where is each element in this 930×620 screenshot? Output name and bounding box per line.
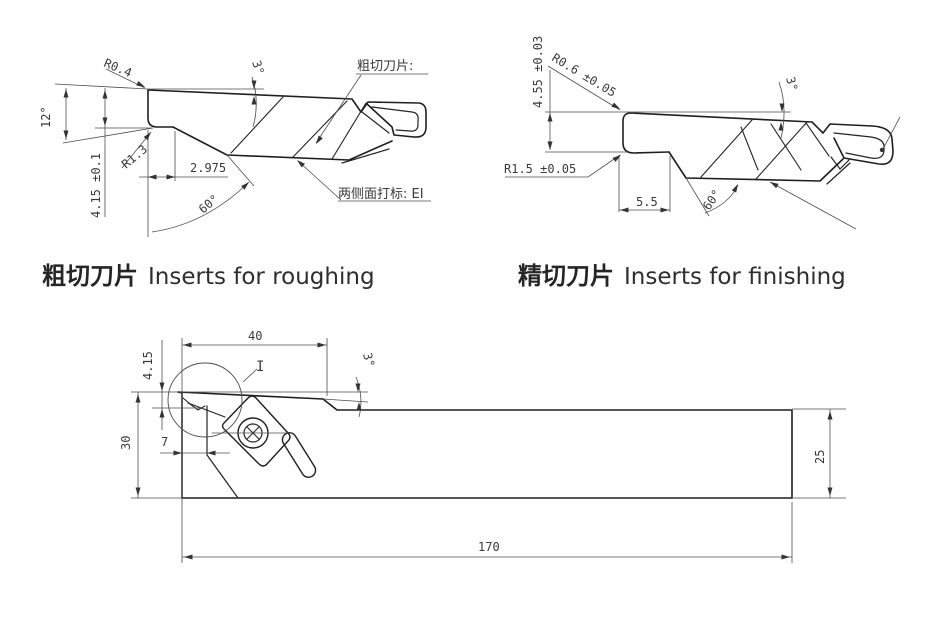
dim-30: 30 <box>119 436 133 450</box>
dim-12deg: 12° <box>39 106 53 128</box>
roughing-profile-left-face <box>147 89 174 128</box>
holder-arrowheads <box>135 342 833 560</box>
dim-455: 4.55 ±0.03 <box>531 36 545 108</box>
finishing-bottom-right-leader <box>769 181 857 230</box>
holder-body-outline <box>177 391 793 499</box>
finishing-profile-bottom <box>668 151 844 182</box>
dim-60deg: 60° <box>196 192 222 217</box>
caption-roughing-zh: 粗切刀片 <box>42 262 138 290</box>
dim-40: 40 <box>248 329 262 343</box>
finishing-underside-notch <box>830 156 850 170</box>
leader-label-insert: 粗切刀片: <box>357 59 413 74</box>
dim-415: 4.15 ±0.1 <box>89 153 103 218</box>
roughing-marking-leader <box>297 160 342 201</box>
roughing-60deg-edge-ext <box>226 154 255 187</box>
roughing-60deg-arc <box>151 181 250 233</box>
finishing-insert-view: 4.55 ±0.03 R0.6 ±0.05 R1.5 ±0.05 5.5 60°… <box>504 36 901 230</box>
holder-detail-leader <box>242 368 258 383</box>
dim-2975: 2.975 <box>190 161 226 175</box>
holder-detail-circle <box>167 362 243 438</box>
finishing-r15-leader <box>505 154 621 178</box>
finishing-facet-line <box>755 121 808 180</box>
holder-slope-ext <box>322 398 369 403</box>
dim-r04: R0.4 <box>102 56 134 80</box>
roughing-insert-view: R0.4 12° 4.15 ±0.1 R1.3 2.975 60° 3° 粗切刀… <box>39 56 431 237</box>
roughing-profile-top <box>147 89 427 138</box>
dim-415-holder: 4.15 <box>141 351 155 380</box>
dim-60deg: 60° <box>700 187 724 213</box>
finishing-profile-top <box>630 112 894 166</box>
dim-170: 170 <box>478 540 500 554</box>
finishing-leader-dot <box>879 147 885 153</box>
finishing-facet-line <box>700 119 753 178</box>
finishing-3deg-arc <box>778 81 785 139</box>
caption-roughing-en: Inserts for roughing <box>148 264 375 290</box>
dim-3deg-holder: 3° <box>360 351 377 369</box>
finishing-groove-line <box>805 122 830 157</box>
dim-3deg: 3° <box>249 59 267 77</box>
roughing-facet-line <box>331 102 367 160</box>
finishing-r06-leader <box>547 65 621 111</box>
caption-finishing-en: Inserts for finishing <box>624 264 846 290</box>
dim-r13: R1.3 <box>119 142 150 171</box>
roughing-support-edge <box>341 148 390 164</box>
detail-label: I <box>256 359 264 375</box>
holder-pocket-wall <box>206 405 239 499</box>
dim-3deg: 3° <box>783 75 800 93</box>
captions: 粗切刀片 Inserts for roughing 精切刀片 Inserts f… <box>42 262 846 290</box>
leader-label-marking: 两侧面打标: EI <box>338 187 424 202</box>
caption-finishing-zh: 精切刀片 <box>518 262 614 290</box>
roughing-profile-bottom <box>172 126 393 161</box>
dim-r06: R0.6 ±0.05 <box>549 51 618 100</box>
roughing-hook-inner-loop <box>371 106 419 132</box>
finishing-top-right-leader <box>882 116 901 150</box>
finishing-support-edge <box>826 162 851 185</box>
roughing-12deg-lower-line <box>62 127 154 144</box>
dim-r15: R1.5 ±0.05 <box>504 162 576 176</box>
finishing-60deg-edge-ext <box>685 177 710 217</box>
roughing-ref-line-top <box>54 83 264 90</box>
finishing-groove-line <box>740 126 759 171</box>
finishing-groove-line <box>770 123 802 171</box>
holder-clamp-lever <box>281 432 317 478</box>
tool-holder-view: 40 4.15 3° 30 7 25 170 I <box>119 329 846 563</box>
holder-clamp-body <box>221 395 291 467</box>
roughing-hook-inner-wall <box>361 111 390 134</box>
holder-3deg-arc <box>355 376 362 418</box>
dim-7: 7 <box>161 435 168 449</box>
roughing-facet-line <box>230 96 284 154</box>
finishing-profile-left-face <box>622 112 670 154</box>
dim-25: 25 <box>813 450 827 464</box>
roughing-insert-leader <box>315 74 362 144</box>
dim-55: 5.5 <box>636 195 658 209</box>
